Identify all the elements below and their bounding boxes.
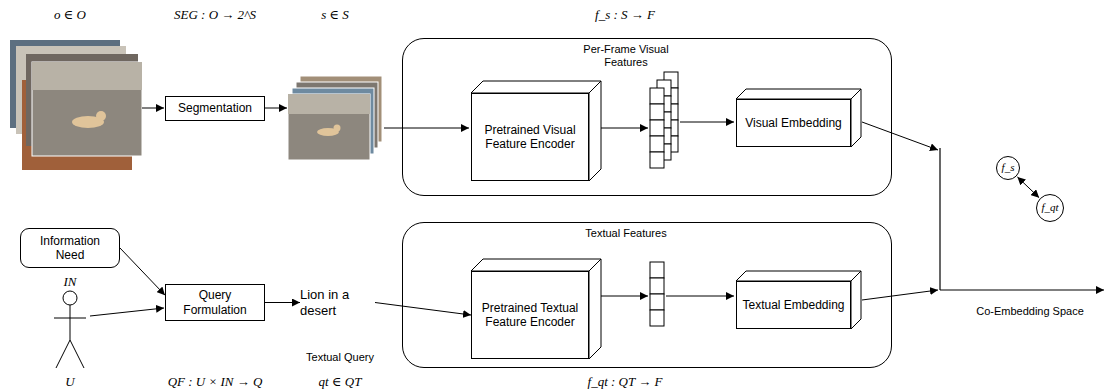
block-face: Textual Embedding xyxy=(736,281,851,329)
user-figure xyxy=(54,291,86,368)
flow-arrow xyxy=(265,108,287,109)
node-text: f_qt xyxy=(1041,201,1058,214)
flow-arrow xyxy=(862,122,938,150)
block-face: Visual Embedding xyxy=(736,99,851,147)
feature-point: f_qt xyxy=(1036,194,1064,222)
block-face: Pretrained Visual Feature Encoder xyxy=(471,93,589,181)
block-side xyxy=(736,89,861,99)
group-panel: Textual FeaturesPretrained Textual Featu… xyxy=(402,222,892,368)
feature-vector xyxy=(650,262,664,278)
user-figure xyxy=(63,291,77,305)
math-label: IN xyxy=(64,274,77,290)
node-text: Information Need xyxy=(27,234,113,263)
connector-arrow xyxy=(1017,177,1039,198)
block-side xyxy=(736,271,861,281)
feature-vector xyxy=(650,120,664,136)
math-label: o ∈ O xyxy=(54,7,86,23)
node-text: Lion in a desert xyxy=(300,287,375,318)
block-front xyxy=(737,100,851,147)
node-text: Pretrained Visual Feature Encoder xyxy=(476,123,584,152)
user-figure xyxy=(56,340,70,368)
block-front xyxy=(472,94,589,181)
feature-vector xyxy=(650,310,664,326)
video-frames xyxy=(10,40,142,170)
embedding-block: Visual Embedding xyxy=(736,89,861,147)
feature-vector xyxy=(650,136,664,152)
segmented-frames xyxy=(288,76,382,160)
encoder-block: Pretrained Visual Feature Encoder xyxy=(471,81,601,181)
feature-vector xyxy=(650,88,664,104)
block-side xyxy=(589,81,601,181)
math-label: QF : U × IN → Q xyxy=(168,374,263,390)
node-text: Query Formulation xyxy=(172,288,258,317)
embedding-axes xyxy=(940,148,1104,290)
connector-arrow xyxy=(375,303,471,316)
process-box: Query Formulation xyxy=(165,284,265,321)
block-front xyxy=(737,282,851,329)
block-side xyxy=(471,81,601,93)
feature-point: f_s xyxy=(996,156,1020,180)
connector-arrow xyxy=(120,248,165,295)
block-front xyxy=(472,272,589,359)
segmented-frames xyxy=(288,94,370,114)
annotation: Co-Embedding Space xyxy=(976,305,1084,318)
feature-vector xyxy=(650,104,664,120)
flow-arrow xyxy=(142,108,164,109)
annotation: Textual Query xyxy=(306,351,374,364)
math-label: SEG : O → 2^S xyxy=(174,7,256,23)
video-frames xyxy=(32,62,142,90)
node-text: Textual Embedding xyxy=(742,298,844,312)
node-text: Pretrained Textual Feature Encoder xyxy=(476,301,584,330)
block-side xyxy=(589,259,601,359)
group-title: Textual Features xyxy=(566,227,686,240)
user-figure xyxy=(70,340,84,368)
embedding-block: Textual Embedding xyxy=(736,271,861,329)
embedding-axes xyxy=(939,148,940,290)
math-label: s ∈ S xyxy=(321,7,349,23)
math-label: f_s : S → F xyxy=(595,7,655,23)
video-frames xyxy=(96,111,106,121)
flow-arrow xyxy=(680,122,734,123)
math-label: U xyxy=(65,374,74,390)
group-title: Per-Frame Visual Features xyxy=(566,43,686,69)
user-figure xyxy=(54,318,86,319)
block-side xyxy=(851,89,861,147)
segmented-frames xyxy=(334,125,341,132)
connector-arrow xyxy=(265,302,300,303)
input-box: Information Need xyxy=(20,228,120,268)
feature-vector xyxy=(650,152,664,168)
block-side xyxy=(471,259,601,271)
block-face: Pretrained Textual Feature Encoder xyxy=(471,271,589,359)
node-text: Segmentation xyxy=(178,101,252,115)
group-panel: Per-Frame Visual FeaturesPretrained Visu… xyxy=(402,38,892,196)
node-text: f_s xyxy=(1002,161,1015,174)
feature-vector xyxy=(650,294,664,310)
video-frames xyxy=(32,62,142,156)
feature-vector xyxy=(650,72,678,326)
flow-arrow xyxy=(90,308,164,316)
query-text: Lion in a desert xyxy=(300,285,375,320)
math-label: qt ∈ QT xyxy=(319,374,362,390)
node-text: Visual Embedding xyxy=(745,116,842,130)
embedding-axes xyxy=(940,289,1104,290)
flow-arrow xyxy=(384,128,469,129)
feature-vector xyxy=(650,278,664,294)
block-side xyxy=(851,271,861,329)
flow-arrow xyxy=(666,296,734,297)
process-box: Segmentation xyxy=(165,96,265,121)
flow-arrow xyxy=(862,290,938,300)
encoder-block: Pretrained Textual Feature Encoder xyxy=(471,259,601,359)
user-figure xyxy=(70,305,71,340)
segmented-frames xyxy=(288,94,370,160)
math-label: f_qt : QT → F xyxy=(588,374,663,390)
